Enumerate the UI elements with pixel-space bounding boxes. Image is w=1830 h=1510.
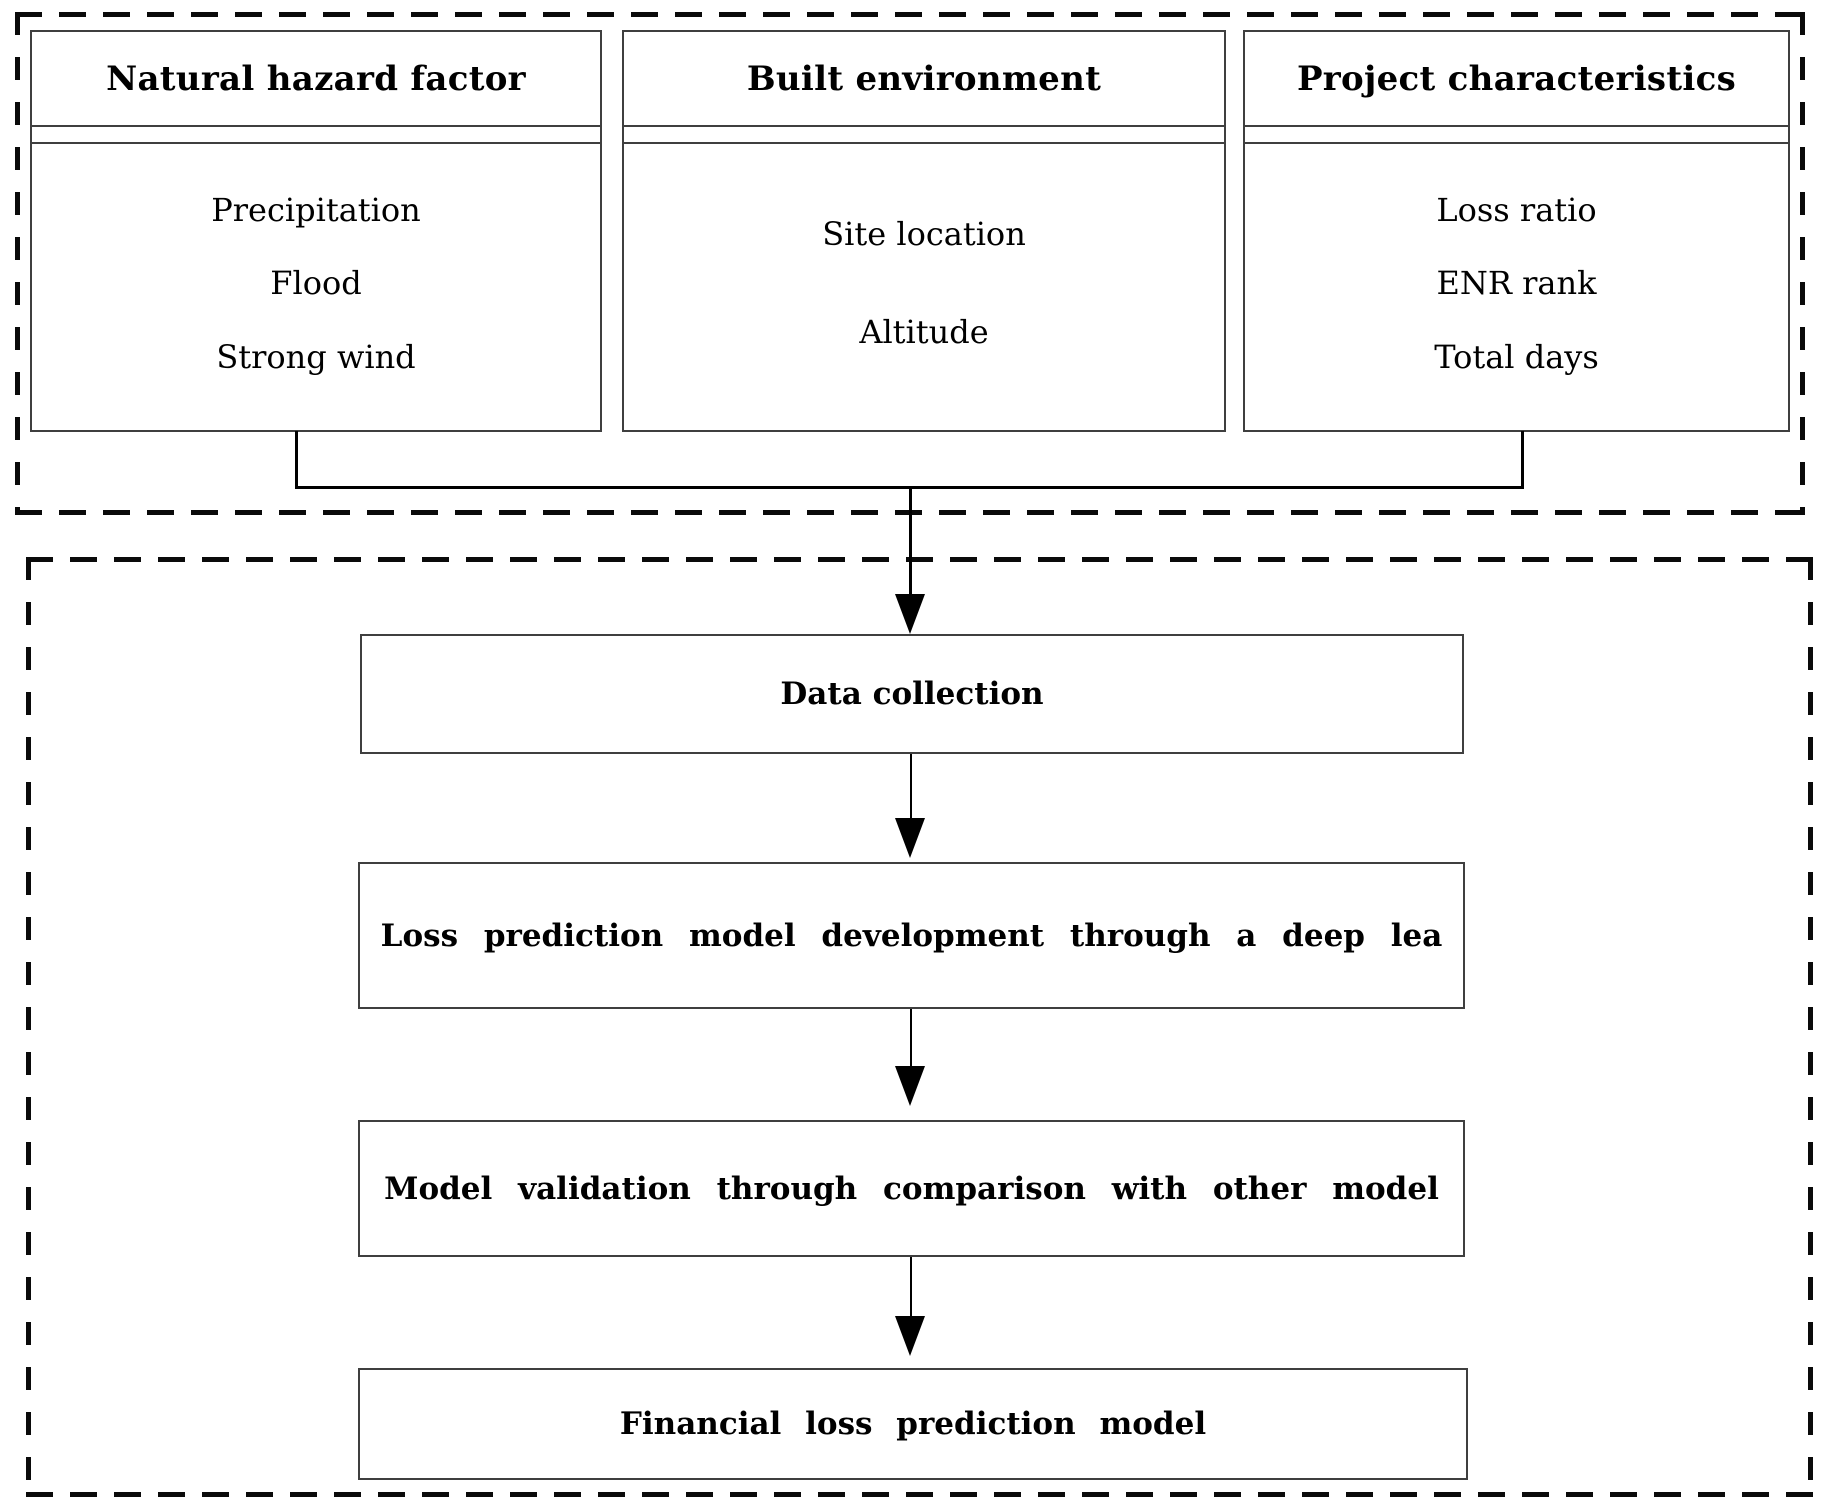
category-items: Loss ratio ENR rank Total days [1245, 144, 1788, 430]
dashed-border-segment [15, 12, 1805, 17]
category-title: Natural hazard factor [106, 58, 526, 99]
category-item: ENR rank [1436, 264, 1597, 302]
flow-box-label: Loss prediction model development throug… [380, 917, 1443, 954]
flow-box-financial-model: Financial loss prediction model [358, 1368, 1468, 1480]
category-title: Built environment [746, 58, 1102, 99]
category-items: Site location Altitude [624, 144, 1224, 430]
model-development-section [26, 557, 1813, 1497]
category-separator [32, 125, 600, 144]
flow-box-model-validation: Model validation through comparison with… [358, 1120, 1465, 1257]
arrow-down-head-icon [895, 1316, 925, 1356]
flow-box-label: Financial loss prediction model [619, 1406, 1207, 1442]
flow-arrow-line [910, 1009, 912, 1072]
dashed-border-segment [1808, 557, 1813, 1497]
category-item: Altitude [859, 313, 989, 351]
category-box-natural-hazard: Natural hazard factor Precipitation Floo… [30, 30, 602, 432]
category-item: Loss ratio [1436, 190, 1597, 229]
category-title: Project characteristics [1296, 58, 1737, 99]
flow-arrow-line [910, 1257, 912, 1320]
bracket-connector-right [1521, 431, 1524, 489]
flow-box-label: Data collection [780, 676, 1044, 712]
flow-box-model-development: Loss prediction model development throug… [358, 862, 1465, 1009]
category-item: Strong wind [216, 337, 416, 376]
dashed-border-segment [15, 12, 20, 515]
category-items: Precipitation Flood Strong wind [32, 144, 600, 430]
dashed-border-segment [26, 1492, 1813, 1497]
merge-arrow-line [909, 486, 912, 604]
arrow-down-head-icon [895, 818, 925, 858]
flow-arrow-line [910, 754, 912, 824]
dashed-border-segment [26, 557, 1813, 562]
arrow-down-head-icon [895, 1066, 925, 1106]
arrow-down-head-icon [895, 594, 925, 634]
flow-box-data-collection: Data collection [360, 634, 1464, 754]
category-separator [1245, 125, 1788, 144]
dashed-border-segment [26, 557, 31, 1497]
category-item: Precipitation [211, 190, 421, 229]
flow-box-label: Model validation through comparison with… [384, 1170, 1439, 1207]
category-separator [624, 125, 1224, 144]
category-box-project-characteristics: Project characteristics Loss ratio ENR r… [1243, 30, 1790, 432]
dashed-border-segment [1800, 12, 1805, 515]
category-item: Flood [270, 264, 362, 302]
category-box-built-environment: Built environment Site location Altitude [622, 30, 1226, 432]
category-item: Site location [822, 215, 1026, 253]
bracket-connector-left [295, 431, 298, 489]
category-item: Total days [1434, 337, 1599, 376]
